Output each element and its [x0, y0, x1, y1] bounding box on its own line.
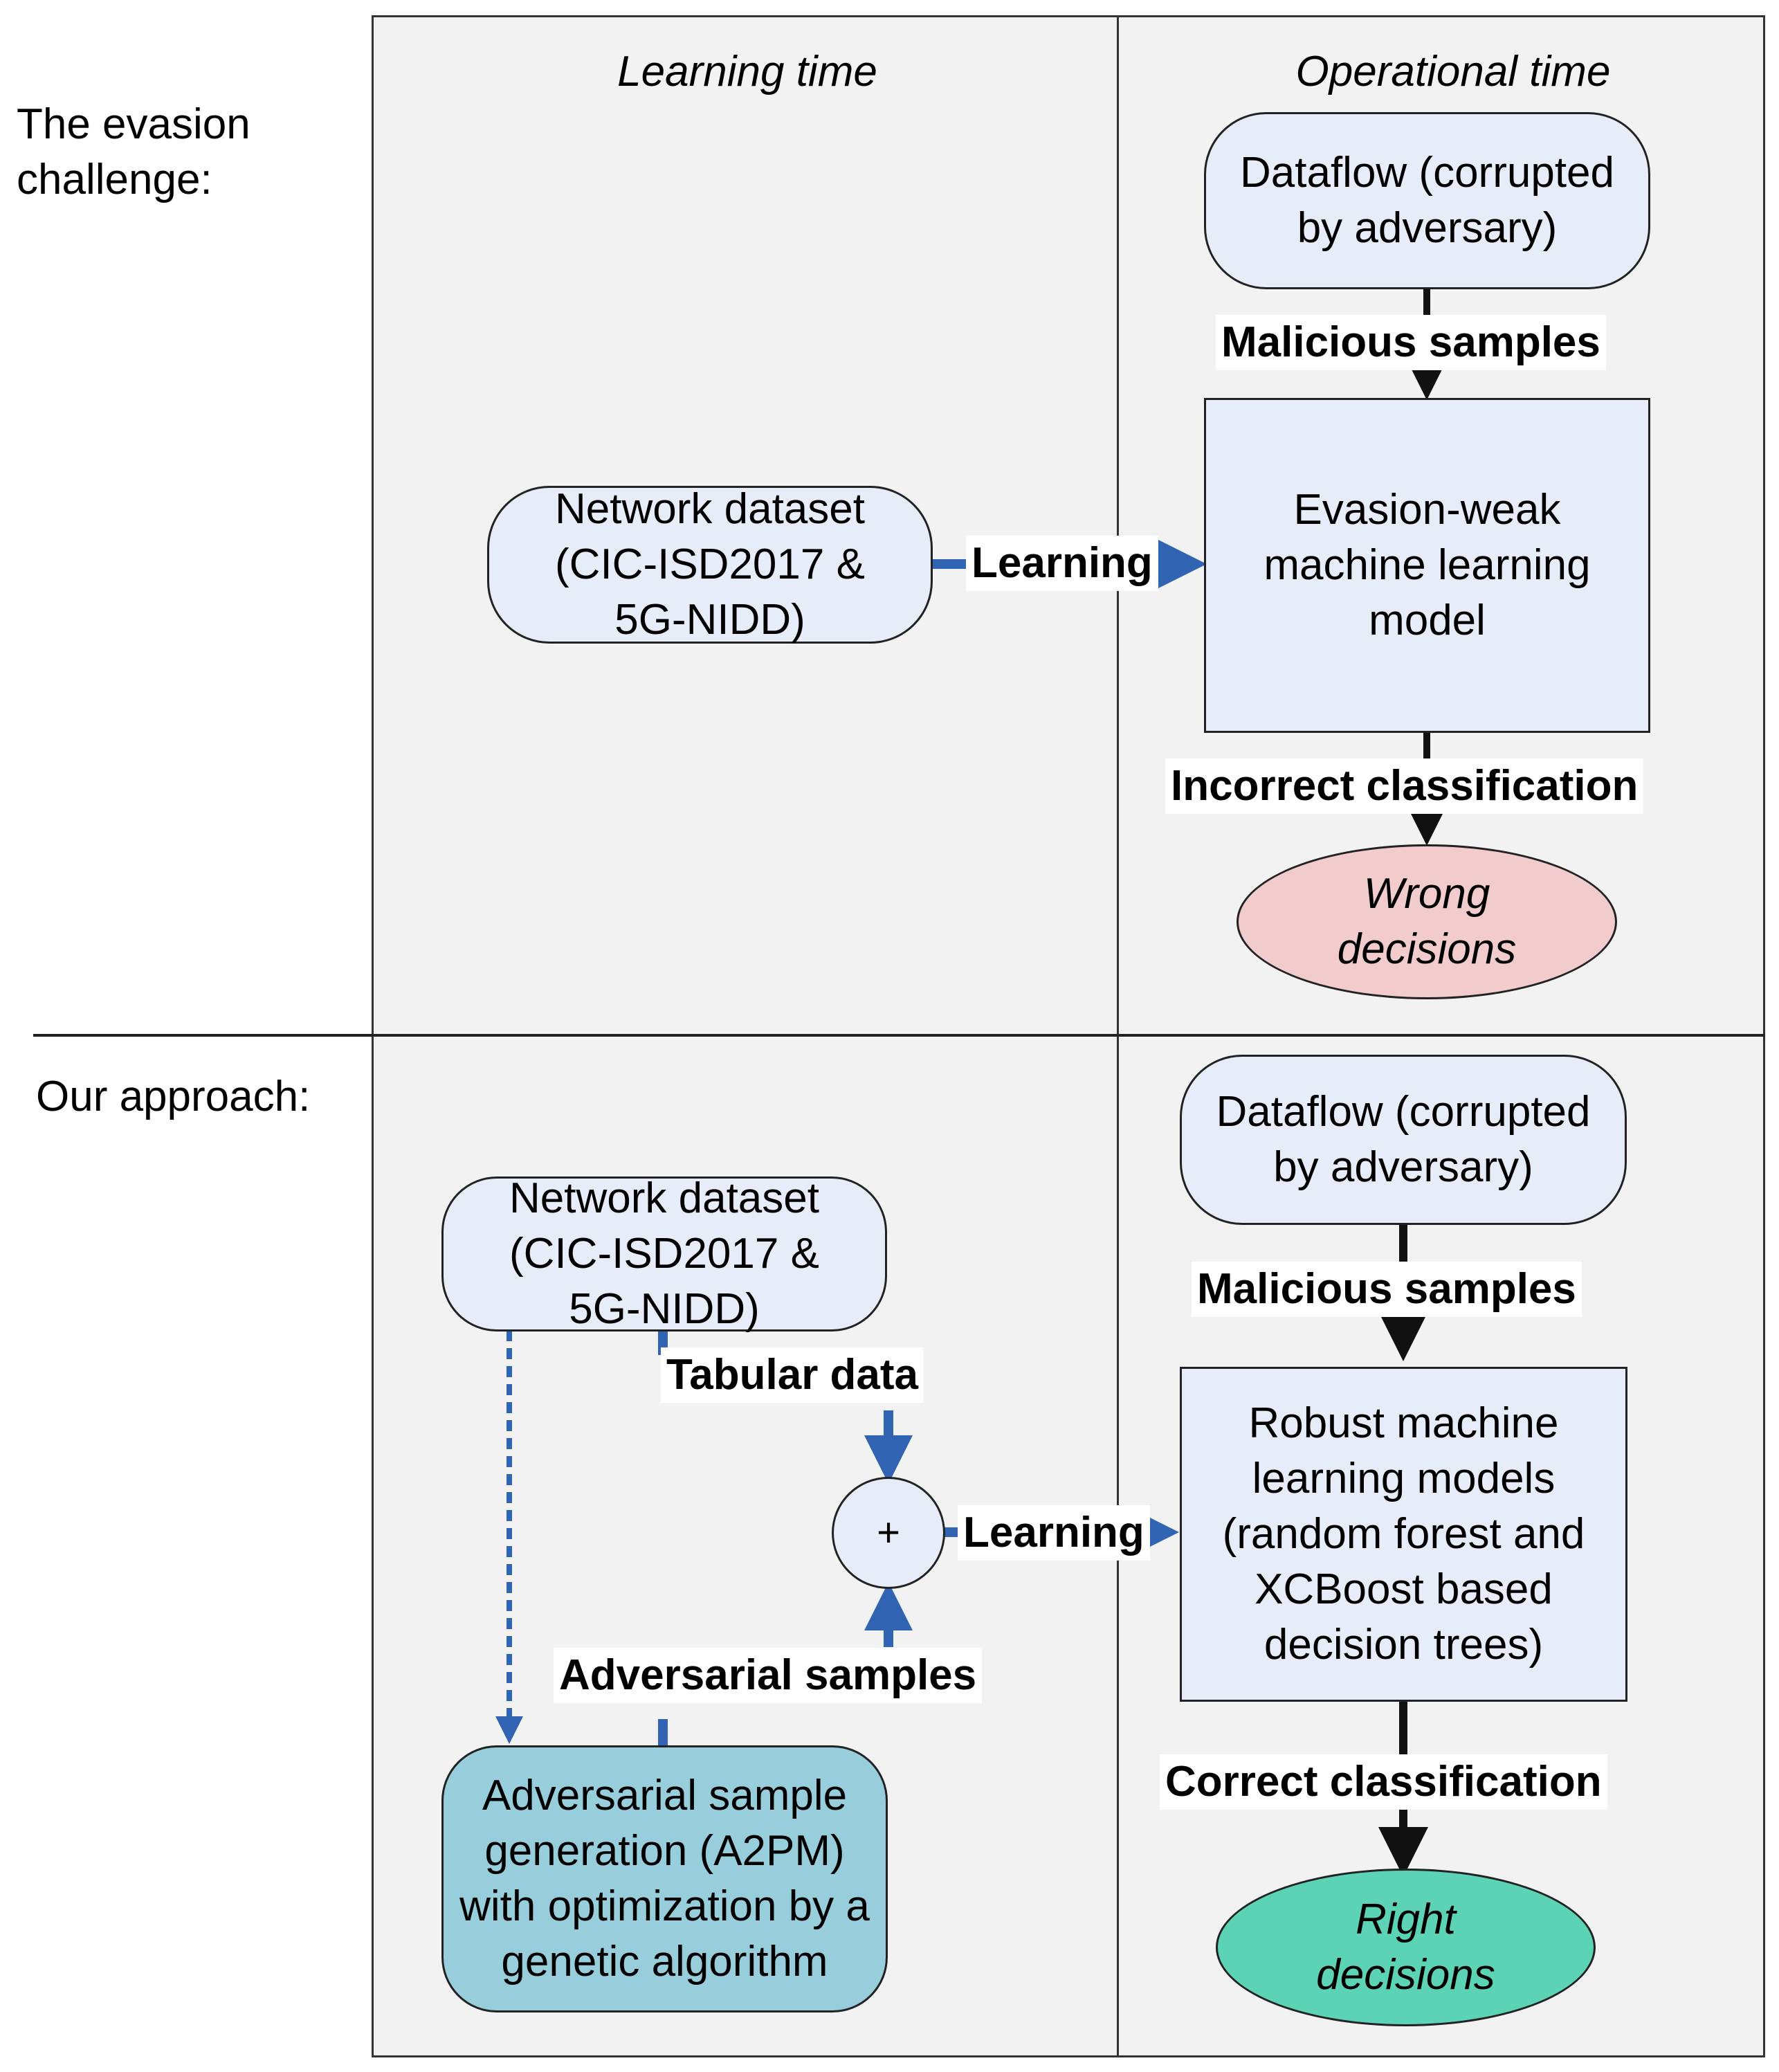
bottom-model-node: Robust machine learning models (random f…: [1180, 1367, 1627, 1702]
lane-header-learning-time: Learning time: [617, 48, 877, 96]
bottom-dataset-node: Network dataset (CIC-ISD2017 & 5G-NIDD): [441, 1174, 887, 1333]
top-decision-node: Wrong decisions: [1237, 844, 1617, 999]
top-dataflow-node: Dataflow (corrupted by adversary): [1204, 112, 1650, 289]
row-title-evasion-challenge: The evasion challenge:: [17, 100, 250, 203]
bottom-dataflow-node: Dataflow (corrupted by adversary): [1180, 1055, 1627, 1225]
top-model-node: Evasion-weak machine learning model: [1204, 398, 1650, 733]
bottom-learning-label: Learning: [958, 1505, 1150, 1561]
top-incorrect-classification-label: Incorrect classification: [1165, 758, 1644, 814]
lane-header-operational-time: Operational time: [1295, 48, 1611, 96]
bottom-decision-node: Right decisions: [1216, 1869, 1596, 2026]
top-learning-label: Learning: [966, 536, 1158, 591]
top-malicious-samples-label: Malicious samples: [1216, 315, 1606, 370]
row-divider: [33, 1034, 1765, 1037]
bottom-malicious-samples-label: Malicious samples: [1192, 1262, 1582, 1317]
bottom-tabular-data-label: Tabular data: [661, 1347, 924, 1403]
bottom-adversarial-samples-label: Adversarial samples: [554, 1648, 983, 1703]
top-dataset-node: Network dataset (CIC-ISD2017 & 5G-NIDD): [487, 485, 933, 644]
bottom-generator-node: Adversarial sample generation (A2PM) wit…: [441, 1745, 888, 2012]
bottom-correct-classification-label: Correct classification: [1160, 1754, 1607, 1810]
row-title-our-approach: Our approach:: [36, 1073, 311, 1120]
bottom-combine-node: +: [832, 1477, 945, 1589]
